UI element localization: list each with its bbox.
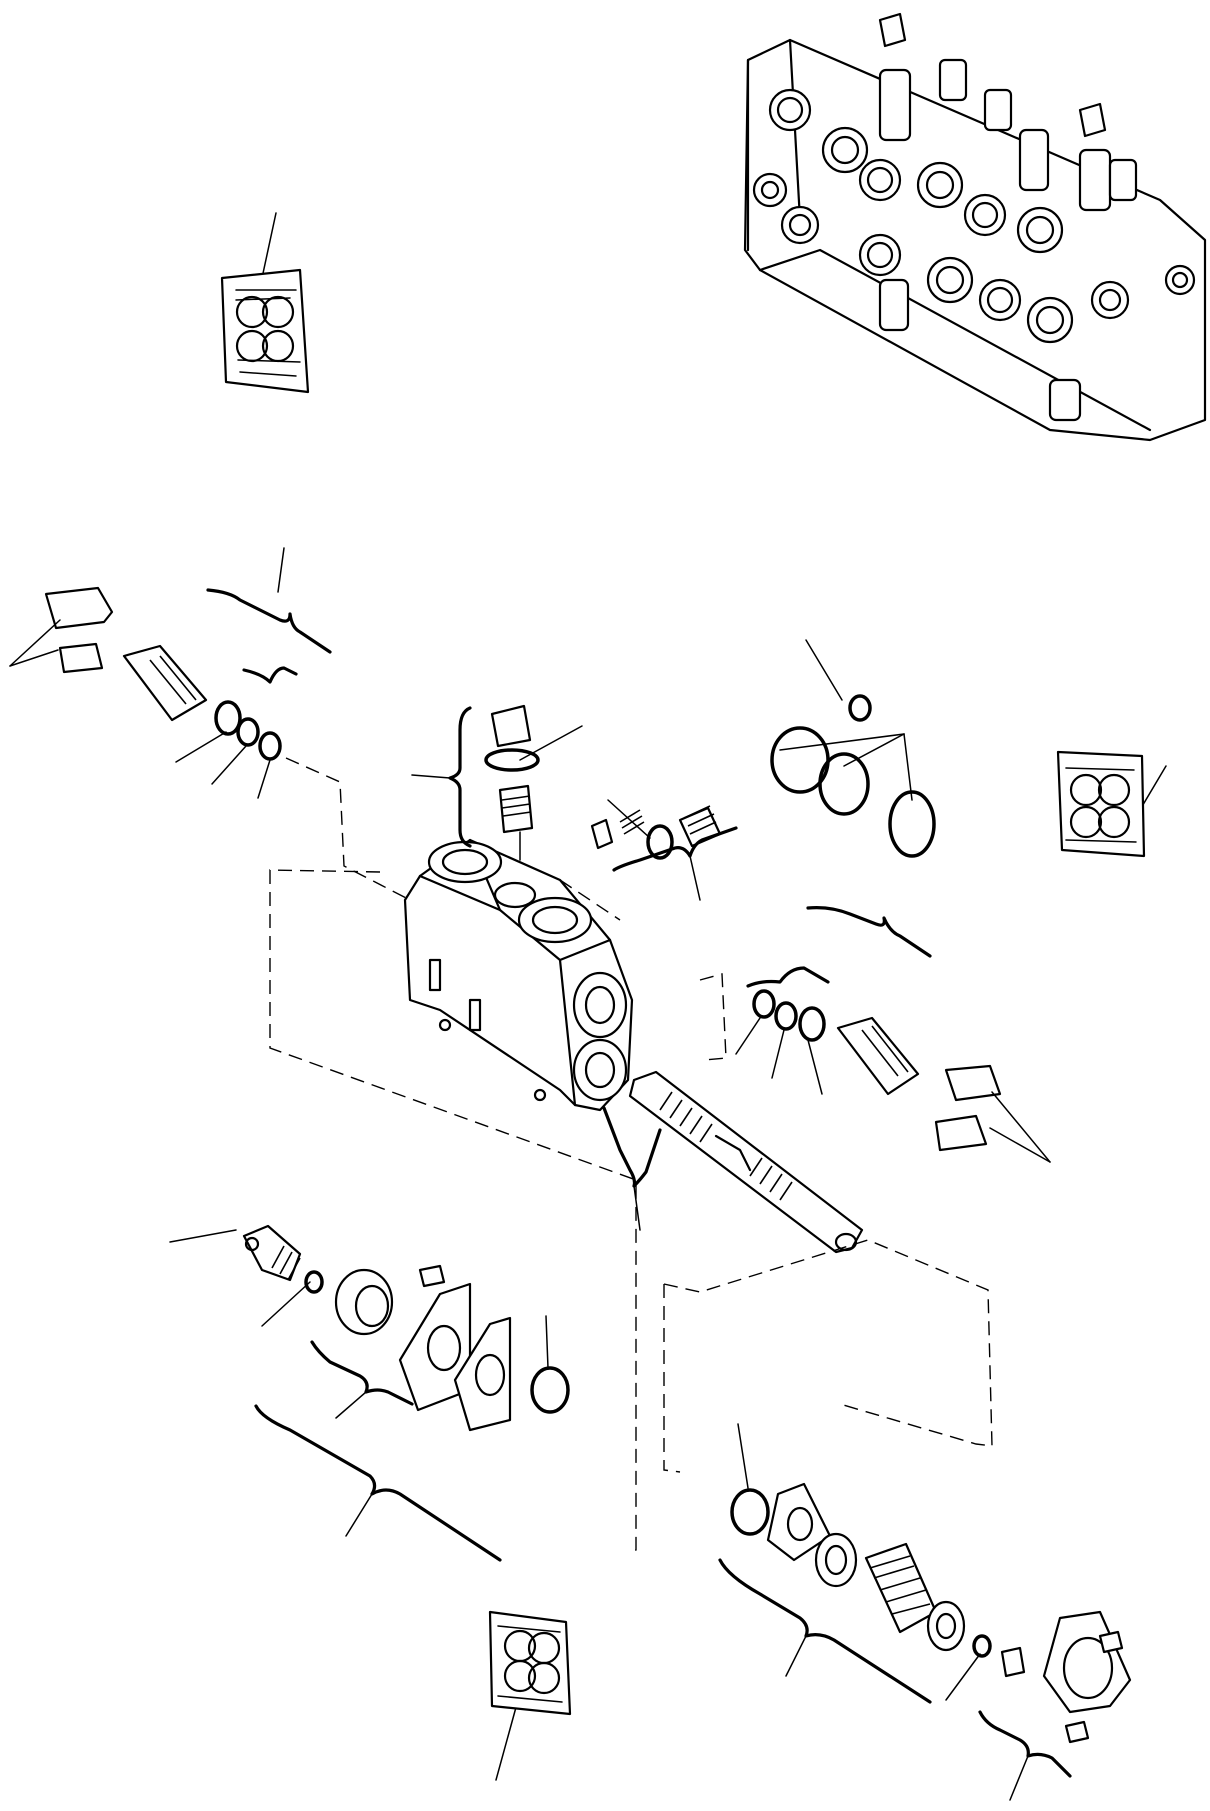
spool-end-parts-left [169,1224,570,1562]
valve-section-body [403,838,634,1112]
left-relief-valve-group [9,547,332,799]
load-check-parts [590,799,738,901]
check-valve-parts [411,704,583,861]
valve-assembly-inset [743,12,1207,442]
seal-kit-icon-3 [488,1610,572,1781]
seal-kit-icon [220,212,310,394]
o-ring-set [770,639,936,858]
dashed-guide-lines [269,757,993,1553]
right-relief-valve-group [735,906,1051,1163]
spool-end-parts-right [718,1423,1132,1801]
spool [602,1070,864,1254]
seal-kit-icon-2 [1056,750,1167,858]
